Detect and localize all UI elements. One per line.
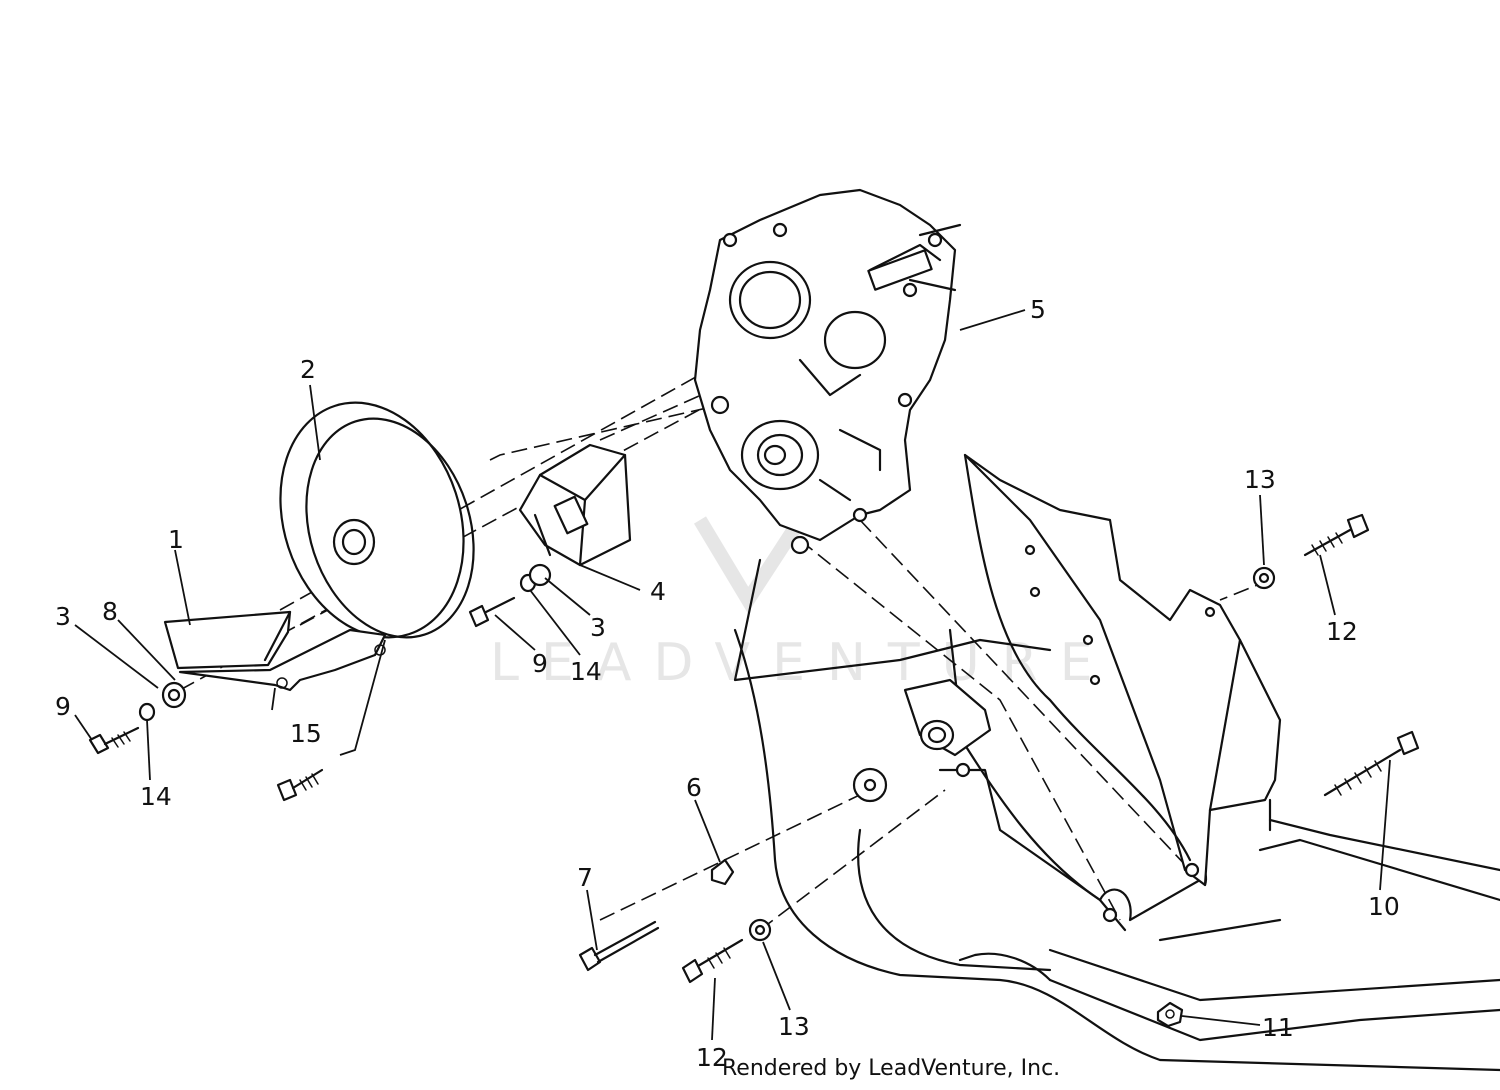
callout-13-right: 13	[1244, 465, 1276, 494]
fasteners	[88, 513, 1420, 1028]
callout-13-bottom: 13	[778, 1012, 810, 1041]
watermark: LEADVENTURE	[490, 516, 1115, 693]
leader-lines	[74, 309, 1391, 1041]
callout-11: 11	[1262, 1013, 1294, 1042]
callout-9-left: 9	[55, 692, 71, 721]
watermark-text: LEADVENTURE	[490, 633, 1115, 693]
callout-7: 7	[577, 863, 593, 892]
callout-14-center: 14	[570, 657, 602, 686]
callout-12-bottom: 12	[696, 1043, 728, 1072]
callout-5: 5	[1030, 295, 1046, 324]
callout-10: 10	[1368, 892, 1400, 921]
callout-1: 1	[168, 525, 184, 554]
bracket	[518, 443, 632, 567]
callout-4: 4	[650, 577, 666, 606]
callout-3-left: 3	[55, 602, 71, 631]
callout-2: 2	[300, 355, 316, 384]
callout-15: 15	[290, 719, 322, 748]
frame-hub	[903, 678, 992, 757]
disc	[279, 401, 475, 639]
callout-8: 8	[102, 597, 118, 626]
callout-12-right: 12	[1326, 617, 1358, 646]
callout-14-left: 14	[140, 782, 172, 811]
callout-labels: 1 2 3 8 3 9 14 15 4 9 14 3 5 13 12 6 7 1…	[55, 295, 1400, 1072]
frame-chassis	[733, 558, 1500, 1072]
callout-3-center: 3	[590, 613, 606, 642]
callout-6: 6	[686, 773, 702, 802]
side-plate	[955, 453, 1282, 923]
mount-plate	[163, 610, 387, 692]
gear-housing	[693, 188, 962, 555]
callout-9-center: 9	[532, 649, 548, 678]
rendered-by-credit: Rendered by LeadVenture, Inc.	[722, 1056, 1061, 1081]
